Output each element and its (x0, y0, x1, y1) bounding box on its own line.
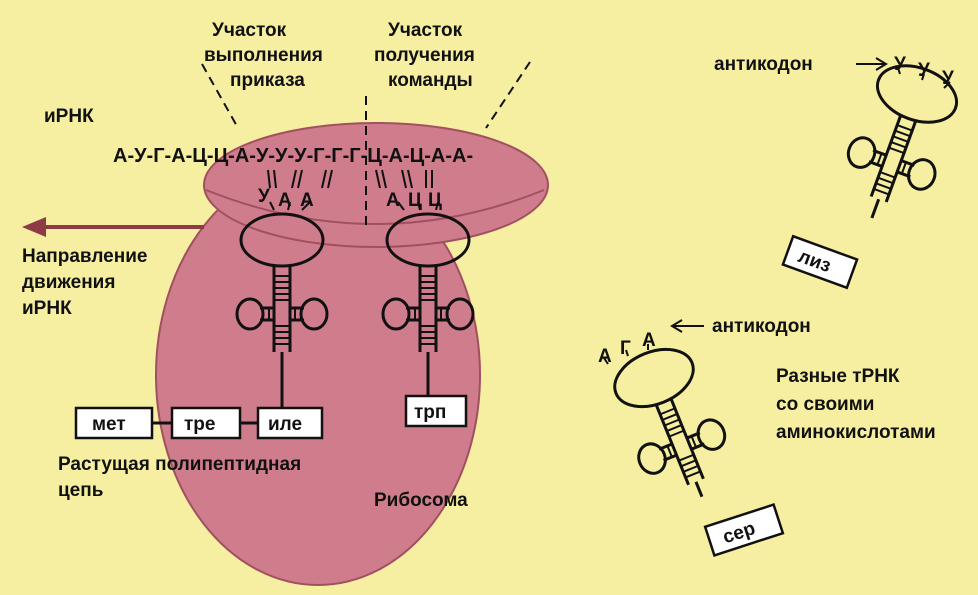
amino-acid-met: мет (92, 414, 126, 435)
anticodon-bottom-right-3: А (642, 330, 656, 351)
anticodon-middle-1: А (386, 190, 400, 211)
anticodon-bottom-label: антикодон (712, 316, 811, 337)
anticodon-top-label: антикодон (714, 54, 813, 75)
anticodon-left-1: У (258, 186, 270, 207)
different-trna-label: Разные тРНК со своими аминокислотами (776, 366, 936, 443)
ribosome-label: Рибосома (374, 490, 468, 511)
anticodon-bottom-right-1: А (598, 346, 612, 367)
mrna-label: иРНК (44, 106, 94, 127)
ribosome (156, 123, 548, 585)
anticodon-bottom-arrow (672, 320, 704, 332)
direction-label: Направление движения иРНК (22, 246, 153, 319)
receiving-site-label: Участок получения команды (374, 20, 480, 91)
amino-acid-tre: тре (184, 414, 215, 435)
polypeptide-chain: мет тре иле (76, 408, 322, 438)
amino-acid-ile: иле (268, 414, 302, 435)
anticodon-top-right-3: У (942, 68, 954, 89)
direction-arrow (22, 217, 204, 237)
execution-site-label: Участок выполнения приказа (204, 20, 328, 91)
anticodon-top-right-2: У (918, 60, 930, 81)
anticodon-bottom-right-2: Г (620, 338, 631, 359)
amino-acid-trp: трп (414, 402, 446, 423)
anticodon-middle-3: Ц (428, 190, 442, 211)
trna-top-right: У У У лиз (783, 54, 968, 288)
mrna-sequence: А-У-Г-А-Ц-Ц-А-У-У-У-Г-Г-Г-Ц-А-Ц-А-А- (113, 145, 473, 167)
anticodon-left-3: А (300, 190, 314, 211)
anticodon-top-arrow (856, 58, 886, 70)
anticodon-top-right-1: У (894, 54, 906, 75)
anticodon-left-2: А (278, 190, 292, 211)
trna-bottom-right: А Г А сер (598, 330, 783, 555)
anticodon-middle-2: Ц (408, 190, 422, 211)
